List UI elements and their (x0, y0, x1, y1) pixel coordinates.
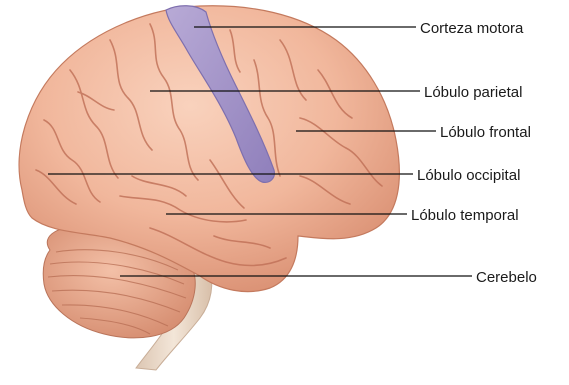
label-cerebelo: Cerebelo (476, 269, 537, 287)
label-lobulo-occipital: Lóbulo occipital (417, 167, 520, 185)
label-lobulo-temporal: Lóbulo temporal (411, 207, 519, 225)
label-lobulo-parietal: Lóbulo parietal (424, 84, 522, 102)
label-corteza-motora: Corteza motora (420, 20, 523, 38)
label-lobulo-frontal: Lóbulo frontal (440, 124, 531, 142)
